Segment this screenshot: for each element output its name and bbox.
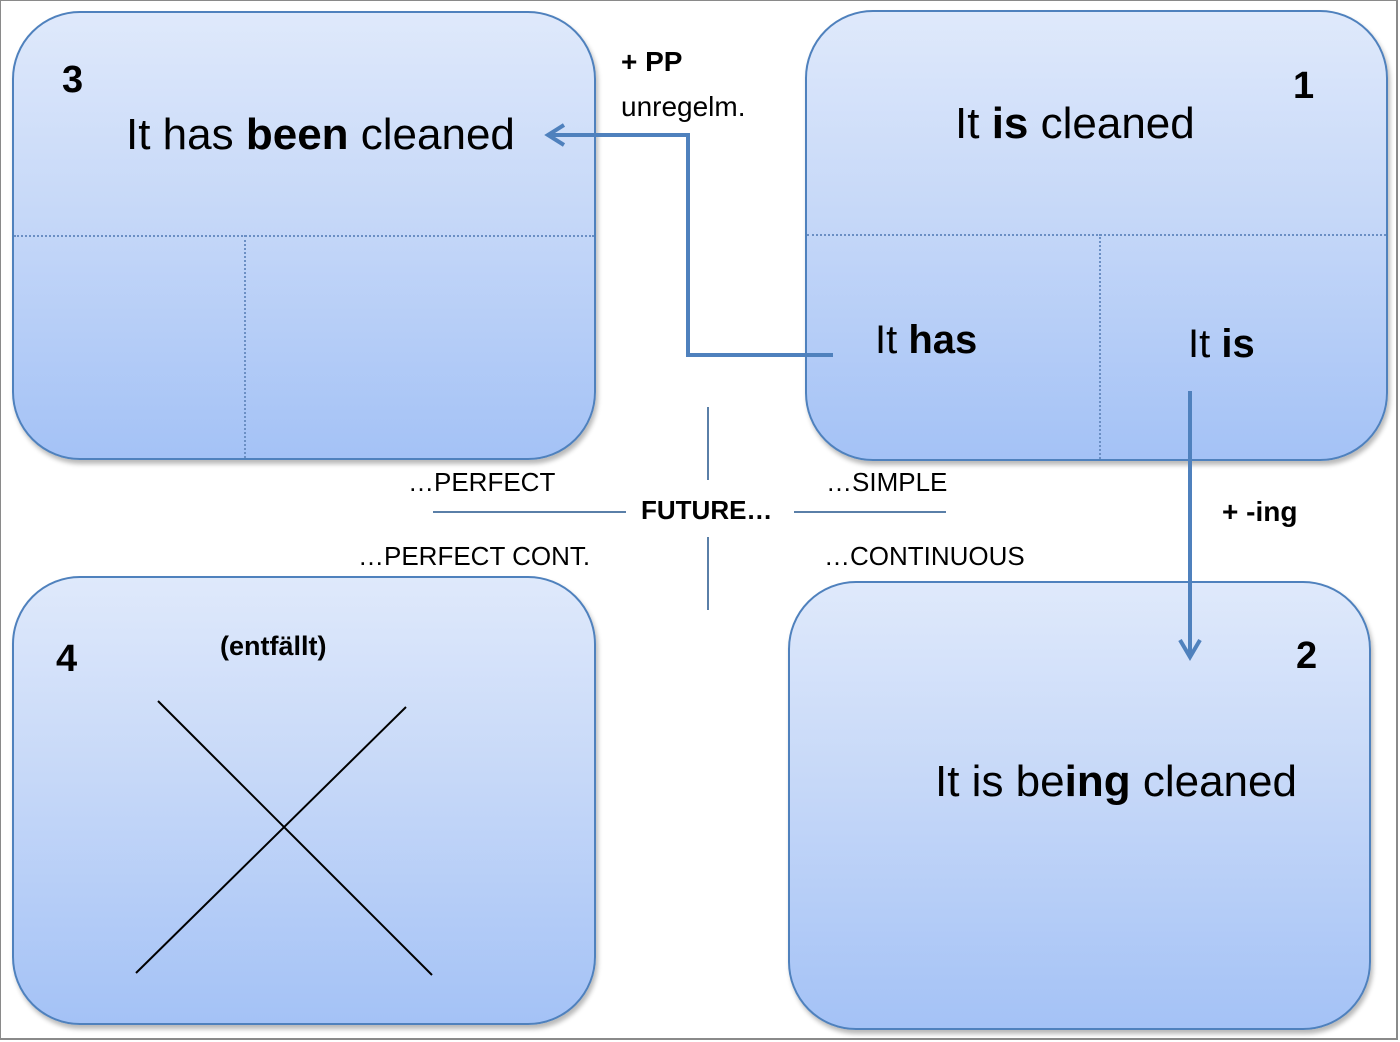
sentence-has-been-cleaned: It has been cleaned [126, 113, 515, 157]
pp-irregular-label: unregelm. [621, 91, 746, 122]
box-number: 3 [62, 59, 84, 101]
label-simple: …SIMPLE [826, 467, 948, 497]
sentence-is-cleaned: It is cleaned [955, 102, 1195, 146]
horizontal-divider [807, 234, 1386, 236]
vertical-divider [1099, 234, 1101, 459]
sentence-bold: ing [1064, 757, 1131, 806]
box-future-perfect: 3 It has been cleaned [12, 11, 596, 460]
sentence-is-being-cleaned: It is being cleaned [935, 760, 1297, 804]
ing-label: + -ing [1222, 496, 1298, 527]
sentence-bold: been [245, 110, 349, 159]
box-number: 4 [56, 638, 78, 680]
box-future-perfect-continuous: 4 (entfällt) [12, 576, 596, 1025]
box-future-simple: 1 It is cleaned It has It is [805, 10, 1388, 461]
cell-text: It [875, 318, 909, 362]
label-continuous: …CONTINUOUS [824, 541, 1025, 571]
label-perfect-continuous: …PERFECT CONT. [358, 541, 591, 571]
cell-bold: has [908, 318, 978, 362]
sentence-text: It has [126, 110, 246, 159]
pp-label: + PP [621, 46, 683, 77]
cell-text: It [1188, 322, 1222, 366]
note-entfallt: (entfällt) [220, 631, 327, 661]
sentence-text: cleaned [1028, 99, 1195, 148]
cell-it-has: It has [875, 320, 977, 360]
sentence-text: It is be [935, 757, 1065, 806]
vertical-divider [244, 235, 246, 458]
sentence-text: It [955, 99, 992, 148]
box-future-continuous: 2 It is being cleaned [788, 581, 1371, 1030]
sentence-text: cleaned [348, 110, 515, 159]
sentence-bold: is [991, 99, 1029, 148]
sentence-text: cleaned [1130, 757, 1297, 806]
label-perfect: …PERFECT [408, 467, 556, 497]
cell-it-is: It is [1188, 324, 1255, 364]
cell-bold: is [1221, 322, 1255, 366]
horizontal-divider [14, 235, 594, 237]
box-number: 2 [1296, 635, 1318, 677]
box-number: 1 [1293, 65, 1315, 107]
label-future: FUTURE… [641, 495, 773, 525]
